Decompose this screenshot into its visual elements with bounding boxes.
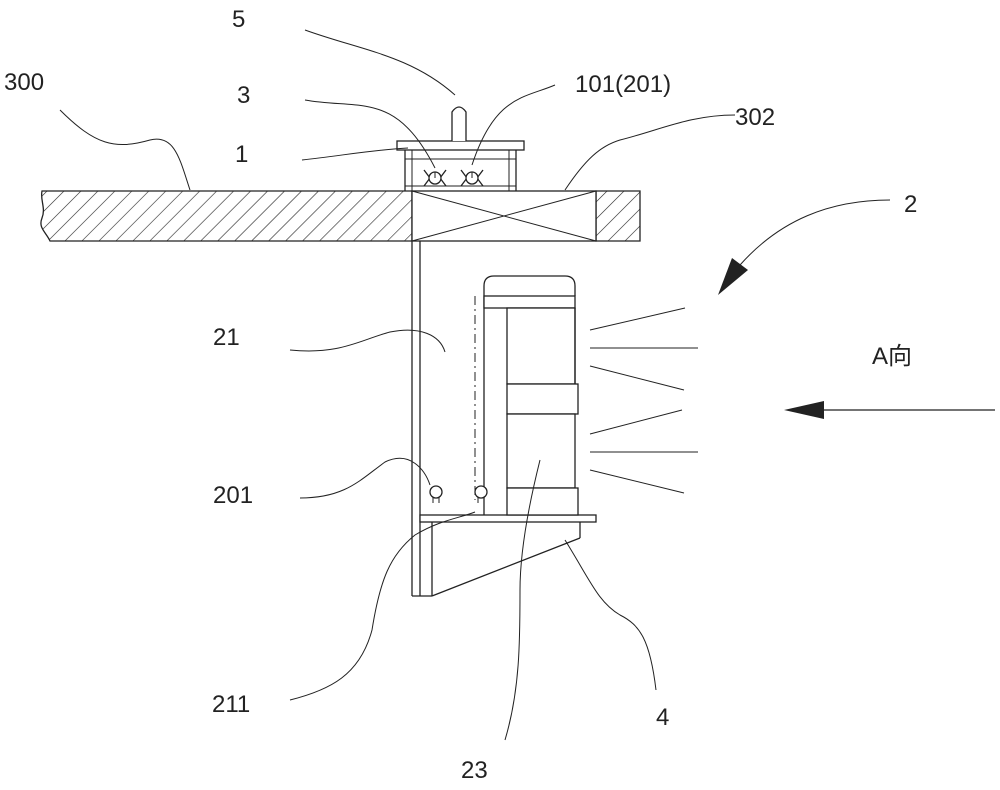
- post-5: [451, 106, 467, 141]
- wing-fastener-101: [460, 169, 484, 187]
- label-4: 4: [656, 704, 669, 731]
- label-23: 23: [461, 757, 488, 784]
- bracket-4: [419, 514, 597, 597]
- direction-arrow-a: [784, 401, 995, 419]
- keyhole-slot-left: [429, 485, 443, 503]
- light-rays: [589, 307, 698, 494]
- label-3: 3: [237, 82, 250, 109]
- label-a-direction: A向: [872, 343, 912, 370]
- label-201: 201: [213, 482, 253, 509]
- keyhole-slot-right: [474, 485, 488, 503]
- vertical-plate-21: [411, 241, 432, 597]
- label-1: 1: [235, 141, 248, 168]
- label-300: 300: [4, 69, 44, 96]
- dashed-guide: [474, 296, 485, 500]
- reference-labels: 5 3 1 300 101(201) 302 2 21 A向 201 211 4…: [4, 6, 917, 784]
- indicator-arrow-2: [718, 199, 891, 295]
- label-211: 211: [212, 691, 250, 718]
- wing-fastener-3: [423, 169, 447, 187]
- label-2: 2: [904, 191, 917, 218]
- label-101-201: 101(201): [575, 71, 671, 98]
- label-5: 5: [232, 6, 245, 33]
- label-302: 302: [735, 104, 775, 131]
- leader-lines: [59, 29, 736, 741]
- opening-302: [411, 190, 597, 242]
- lamp-body-23: [483, 275, 579, 516]
- label-21: 21: [213, 324, 240, 351]
- clamp-housing-1: [396, 140, 525, 191]
